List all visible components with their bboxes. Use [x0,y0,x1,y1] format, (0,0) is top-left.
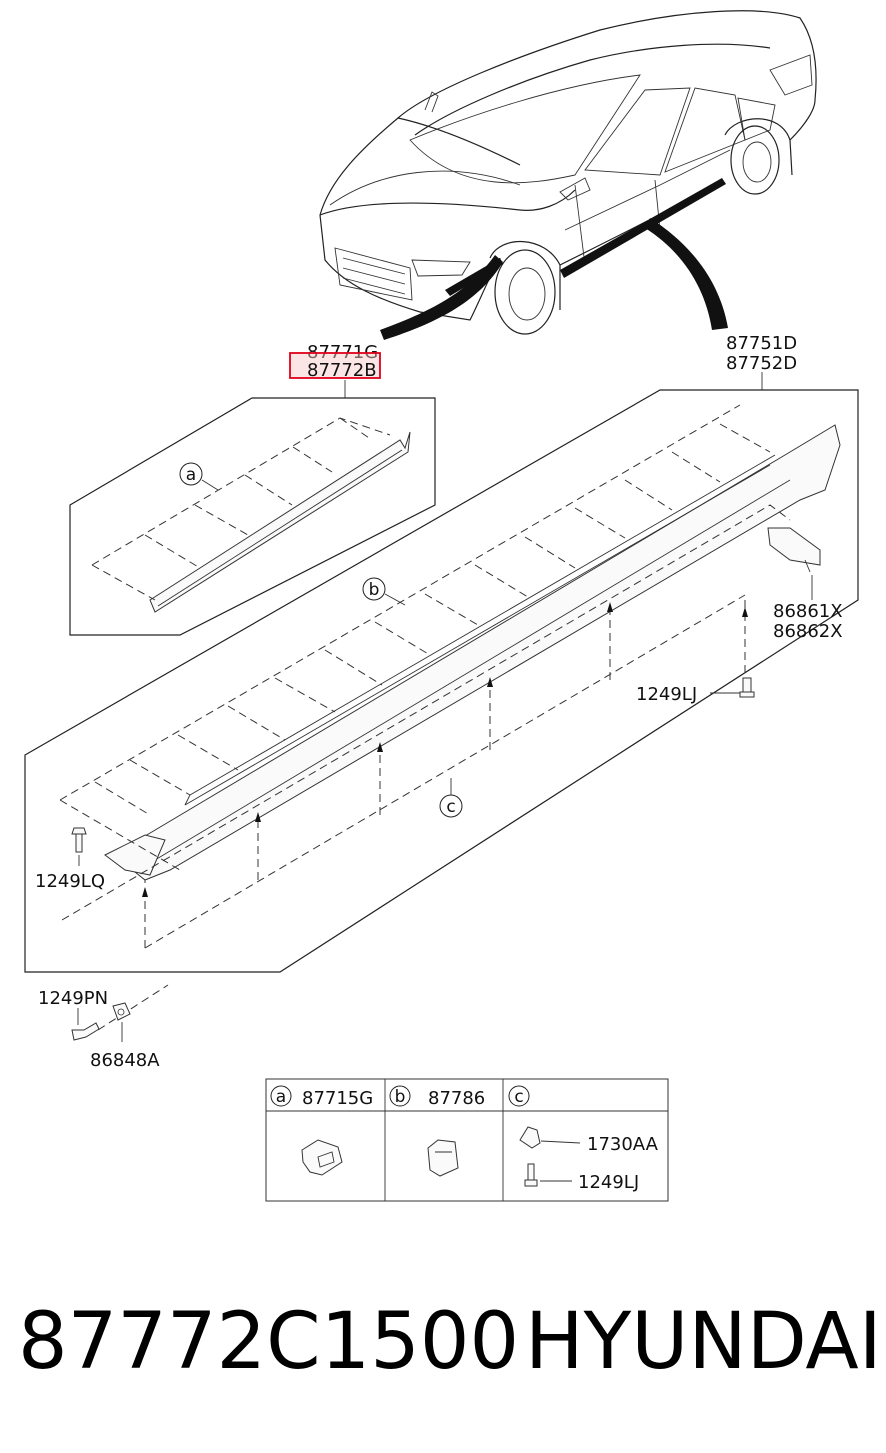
callout-a-letter: a [186,465,196,485]
legend-a-letter: a [276,1087,286,1107]
label-87752d: 87752D [726,353,797,374]
legend-c-part-1: 1730AA [587,1134,659,1155]
label-86848a: 86848A [90,1050,160,1071]
label-1249lj-side: 1249LJ [636,684,697,705]
screw-1249lj-icon [524,1163,572,1187]
label-87772b: 87772B [307,360,377,381]
legend-table: a 87715G b 87786 c 1730AA 1249LJ [265,1078,669,1202]
legend-c-part-2: 1249LJ [578,1172,639,1193]
legend-b-part: 87786 [428,1088,485,1109]
footer-brand: HYUNDAI [525,1297,882,1387]
clip-1730aa-icon [519,1126,581,1149]
moulding-group-a: a [69,397,436,636]
legend-b-circle [389,1085,411,1107]
car-illustration [319,10,817,340]
label-86862x: 86862X [773,621,843,642]
label-1249lq: 1249LQ [35,871,105,892]
clip-87715g-icon [301,1139,343,1176]
legend-c-circle [508,1085,530,1107]
legend-a-circle [270,1085,292,1107]
label-86861x: 86861X [773,601,843,622]
label-87751d: 87751D [726,333,797,354]
legend-a-part: 87715G [302,1088,373,1109]
legend-c-letter: c [514,1087,523,1107]
callout-a [179,462,203,486]
fastener-group [71,984,169,1042]
callout-b-letter: b [369,580,380,600]
legend-b-letter: b [395,1087,406,1107]
highlight-box [289,352,381,379]
callout-b [362,577,386,601]
callout-c-letter: c [446,797,455,817]
side-sill-group: b c [24,389,859,973]
clip-87786-icon [427,1139,459,1177]
footer-part-number: 87772C1500 [18,1297,519,1387]
label-1249pn: 1249PN [38,988,108,1009]
